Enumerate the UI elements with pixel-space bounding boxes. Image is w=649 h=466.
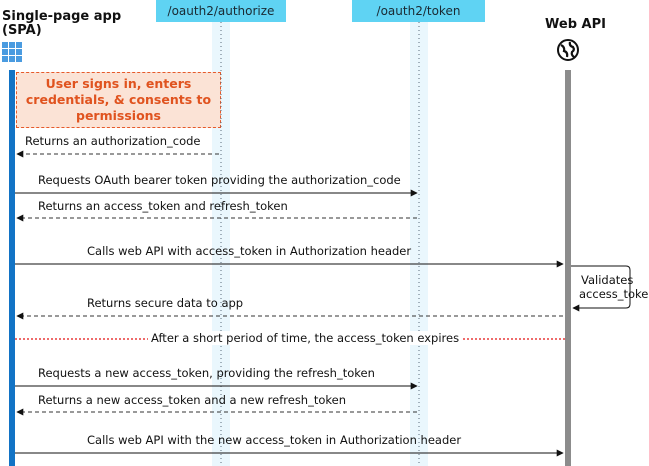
validate-self-loop bbox=[571, 265, 631, 312]
token-endpoint-header: /oauth2/token bbox=[352, 0, 485, 22]
label-return-new-tokens: Returns a new access_token and a new ref… bbox=[38, 393, 347, 407]
web-api-lifeline bbox=[565, 70, 571, 466]
web-api-globe-icon bbox=[557, 39, 579, 61]
label-request-token: Requests OAuth bearer token providing th… bbox=[38, 173, 401, 187]
label-call-api: Calls web API with access_token in Autho… bbox=[87, 244, 412, 258]
web-api-title: Web API bbox=[545, 17, 606, 32]
sign-in-note-text: User signs in, enters credentials, & con… bbox=[25, 76, 212, 123]
authorize-endpoint-label: /oauth2/authorize bbox=[167, 4, 275, 18]
spa-lifeline bbox=[9, 70, 15, 466]
spa-title-line1: Single-page app bbox=[2, 9, 122, 24]
label-return-tokens: Returns an access_token and refresh_toke… bbox=[38, 199, 288, 213]
label-token-expires: After a short period of time, the access… bbox=[148, 331, 463, 345]
label-authorization-code: Returns an authorization_code bbox=[25, 134, 201, 148]
label-validates: Validates access_token bbox=[579, 273, 649, 301]
label-validates-line1: Validates bbox=[581, 273, 634, 287]
label-request-refresh: Requests a new access_token, providing t… bbox=[38, 366, 375, 380]
sign-in-note: User signs in, enters credentials, & con… bbox=[16, 72, 221, 128]
label-call-api-new-token: Calls web API with the new access_token … bbox=[87, 433, 462, 447]
app-grid-icon bbox=[2, 42, 24, 64]
token-lane bbox=[410, 0, 428, 466]
label-validates-line2: access_token bbox=[579, 287, 649, 301]
spa-title: Single-page app (SPA) bbox=[2, 10, 121, 38]
label-return-data: Returns secure data to app bbox=[87, 296, 244, 310]
authorize-endpoint-header: /oauth2/authorize bbox=[156, 0, 286, 22]
spa-title-line2: (SPA) bbox=[2, 23, 42, 38]
token-endpoint-label: /oauth2/token bbox=[376, 4, 461, 18]
